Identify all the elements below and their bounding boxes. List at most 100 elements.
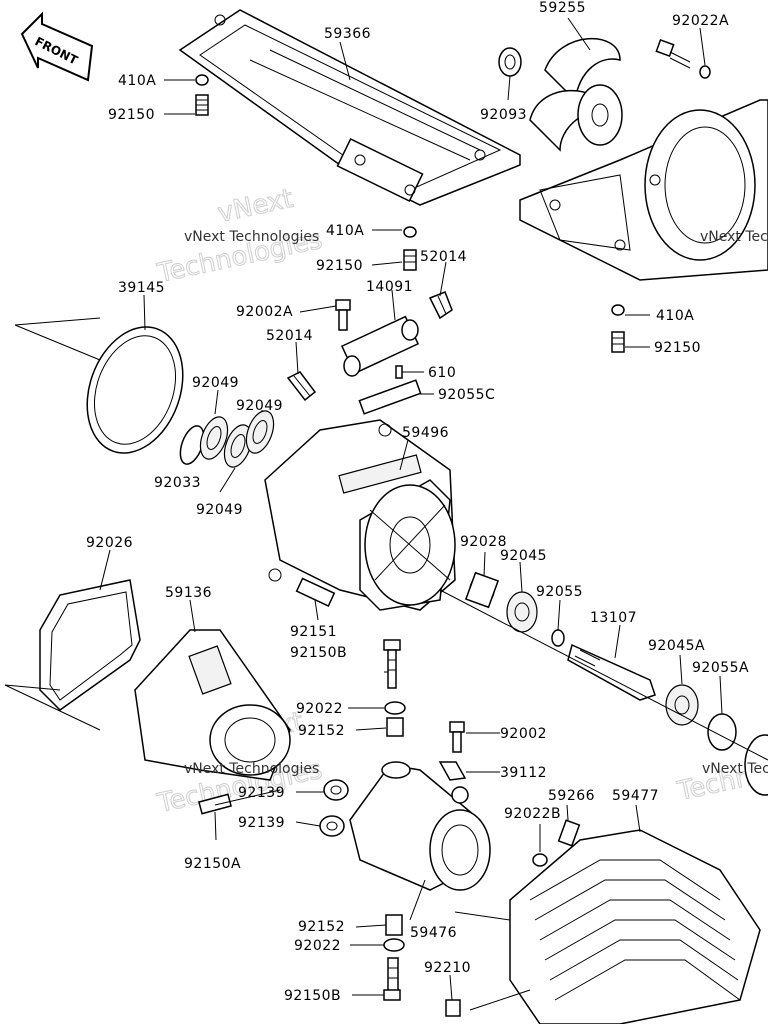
ring-39145 xyxy=(86,326,184,454)
bolt-92150-mid xyxy=(403,249,417,271)
callout-92026: 92026 xyxy=(86,535,133,551)
callout-92033: 92033 xyxy=(154,475,201,491)
bolt-92002 xyxy=(449,721,465,753)
callout-92002a: 92002A xyxy=(236,304,293,320)
pin-610 xyxy=(395,365,403,379)
washer-410a-top xyxy=(195,74,209,86)
callout-92045a: 92045A xyxy=(648,638,705,654)
callout-92055c: 92055C xyxy=(438,387,495,403)
collar-92152-top xyxy=(386,717,404,737)
seal-92049-c xyxy=(245,410,275,454)
clamp-39112 xyxy=(438,761,467,781)
callout-410a: 410A xyxy=(326,223,364,239)
bushing-92139-b xyxy=(319,815,345,837)
fitting-52014-a xyxy=(428,291,453,320)
watermark-outline: vNext xyxy=(215,184,296,229)
callout-92139: 92139 xyxy=(238,815,285,831)
cover-59477 xyxy=(509,829,761,1024)
callout-labels: 410A 92150 59366 59255 92022A 92093 410A… xyxy=(86,0,749,1004)
callout-92049: 92049 xyxy=(192,375,239,391)
callout-59496: 59496 xyxy=(402,425,449,441)
pump-case xyxy=(264,419,456,611)
seal-92093 xyxy=(498,47,522,77)
callout-92022: 92022 xyxy=(294,938,341,954)
callout-92002: 92002 xyxy=(500,726,547,742)
callout-52014: 52014 xyxy=(420,249,467,265)
callout-59266: 59266 xyxy=(548,788,595,804)
callout-92028: 92028 xyxy=(460,534,507,550)
callout-14091: 14091 xyxy=(366,279,413,295)
bolt-92002a xyxy=(335,299,351,331)
pump-cover-frame xyxy=(178,9,521,206)
callout-610: 610 xyxy=(428,365,456,381)
callout-92093: 92093 xyxy=(480,107,527,123)
callout-92150: 92150 xyxy=(316,258,363,274)
nozzle-59136 xyxy=(134,629,291,781)
washer-410a-mid xyxy=(403,226,417,238)
bolt-92150-top xyxy=(195,94,209,116)
watermark-text: vNext Technologies xyxy=(184,761,319,777)
bolt-92150a xyxy=(198,789,281,815)
cap-14091 xyxy=(340,315,420,377)
bolt-92151 xyxy=(295,577,336,607)
callout-92152: 92152 xyxy=(298,723,345,739)
callout-410a: 410A xyxy=(656,308,694,324)
washer-92022b xyxy=(532,853,548,867)
o-ring-92055 xyxy=(551,629,565,647)
callout-92049: 92049 xyxy=(236,398,283,414)
impeller xyxy=(529,38,623,152)
callout-92150: 92150 xyxy=(654,340,701,356)
bolt-92150b-bottom xyxy=(383,957,401,1001)
watermark-texts: vNext Technologies vNext Technologies vN… xyxy=(184,229,768,777)
callout-92022a: 92022A xyxy=(672,13,729,29)
callout-39112: 39112 xyxy=(500,765,547,781)
watermark-text: vNext Technologies xyxy=(702,761,768,777)
part-right-lower xyxy=(744,734,768,796)
callout-39145: 39145 xyxy=(118,280,165,296)
callout-59476: 59476 xyxy=(410,925,457,941)
bolt-92210 xyxy=(445,999,461,1017)
bolt-92022a xyxy=(655,39,711,79)
gasket-92055c xyxy=(358,379,422,415)
callout-59366: 59366 xyxy=(324,26,371,42)
washer-410a-right xyxy=(611,304,625,316)
pump-housing-upper xyxy=(519,99,768,281)
callout-59255: 59255 xyxy=(539,0,586,16)
fitting-52014-b xyxy=(286,371,317,402)
steering-nozzle-59476 xyxy=(349,761,491,891)
shaft-13107 xyxy=(567,643,656,701)
sleeve-92028 xyxy=(464,571,500,609)
bushing-92139-a xyxy=(323,779,349,801)
callout-92152: 92152 xyxy=(298,919,345,935)
washer-92022-top xyxy=(384,701,406,715)
gasket-92026 xyxy=(39,579,141,711)
callout-92045: 92045 xyxy=(500,548,547,564)
callout-59136: 59136 xyxy=(165,585,212,601)
washer-92022-bottom xyxy=(383,938,405,952)
collar-92152-bottom xyxy=(385,914,403,936)
callout-92210: 92210 xyxy=(424,960,471,976)
callout-92139: 92139 xyxy=(238,785,285,801)
bolt-59266 xyxy=(557,819,581,847)
callout-92022: 92022 xyxy=(296,701,343,717)
callout-92150a: 92150A xyxy=(184,856,241,872)
leader-lines xyxy=(99,17,723,1001)
callout-13107: 13107 xyxy=(590,610,637,626)
callout-92049: 92049 xyxy=(196,502,243,518)
callout-92150b: 92150B xyxy=(284,988,341,1004)
bolt-92150b-top xyxy=(383,639,401,689)
bolt-92150-right xyxy=(611,331,625,353)
callout-92151: 92151 xyxy=(290,624,337,640)
callout-52014: 52014 xyxy=(266,328,313,344)
bearing-92045 xyxy=(506,591,538,633)
watermark-text: vNext Technologies xyxy=(700,229,768,245)
bearing-92045a xyxy=(665,684,699,726)
seal-92049-a xyxy=(199,416,229,460)
callout-92055: 92055 xyxy=(536,584,583,600)
callout-92055a: 92055A xyxy=(692,660,749,676)
callout-410a: 410A xyxy=(118,73,156,89)
callout-92150: 92150 xyxy=(108,107,155,123)
front-arrow-icon: FRONT xyxy=(20,11,94,82)
callout-92150b: 92150B xyxy=(290,645,347,661)
